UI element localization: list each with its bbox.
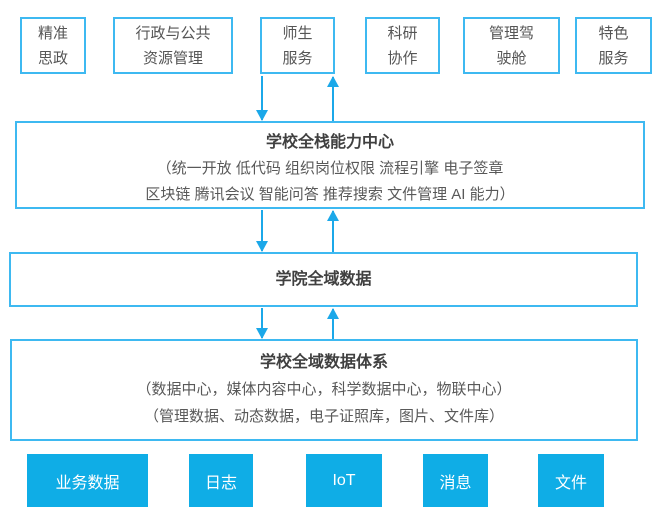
app-box-admin-public-resources: 行政与公共 资源管理: [113, 17, 233, 74]
app-box-label-line: 精准: [37, 24, 68, 42]
up-arrow: [327, 76, 339, 121]
app-box-featured-services: 特色 服务: [575, 17, 652, 74]
capability-center-desc-line: 区块链 腾讯会议 智能问答 推荐搜索 文件管理 AI 能力）: [145, 186, 515, 203]
data-system-title: 学校全域数据体系: [259, 354, 388, 371]
data-source-iot: IoT: [306, 454, 382, 507]
data-source-label: 消息: [439, 474, 472, 492]
data-source-label: 业务数据: [55, 474, 120, 492]
down-arrow: [256, 308, 268, 339]
data-source-logs: 日志: [189, 454, 253, 507]
data-system-box: 学校全域数据体系 （数据中心，媒体内容中心，科学数据中心，物联中心） （管理数据…: [10, 339, 638, 441]
app-box-label-line: 服务: [598, 49, 629, 67]
data-source-business-data: 业务数据: [27, 454, 148, 507]
app-box-label-line: 管理驾: [488, 24, 534, 42]
app-box-label-line: 资源管理: [142, 49, 203, 67]
capability-center-box: 学校全栈能力中心 （统一开放 低代码 组织岗位权限 流程引擎 电子签章 区块链 …: [15, 121, 645, 209]
app-box-precise-ideology: 精准 思政: [20, 17, 86, 74]
app-box-label-line: 师生: [282, 24, 313, 42]
app-box-label-line: 特色: [598, 24, 629, 42]
up-arrow: [327, 308, 339, 339]
app-box-teacher-student-services: 师生 服务: [260, 17, 335, 74]
college-data-title: 学院全域数据: [275, 270, 372, 288]
data-source-files: 文件: [538, 454, 604, 507]
app-box-label-line: 科研: [387, 24, 418, 42]
data-source-label: 文件: [554, 474, 587, 492]
down-arrow: [256, 76, 268, 121]
down-arrow: [256, 210, 268, 252]
capability-center-title: 学校全栈能力中心: [265, 134, 394, 151]
data-source-messages: 消息: [423, 454, 488, 507]
capability-center-desc-line: （统一开放 低代码 组织岗位权限 流程引擎 电子签章: [156, 160, 504, 177]
app-box-label-line: 驶舱: [496, 49, 527, 67]
app-box-label-line: 思政: [37, 49, 68, 67]
app-box-management-cockpit: 管理驾 驶舱: [463, 17, 560, 74]
data-system-desc-line: （数据中心，媒体内容中心，科学数据中心，物联中心）: [136, 381, 512, 398]
app-box-label-line: 服务: [282, 49, 313, 67]
app-box-label-line: 协作: [387, 49, 418, 67]
data-source-label: IoT: [332, 471, 356, 489]
college-data-box: 学院全域数据: [9, 252, 638, 307]
data-source-label: 日志: [204, 474, 237, 492]
app-box-label-line: 行政与公共: [135, 24, 211, 42]
data-system-desc-line: （管理数据、动态数据，电子证照库，图片、文件库）: [143, 408, 504, 425]
app-box-research-collaboration: 科研 协作: [365, 17, 440, 74]
up-arrow: [327, 210, 339, 252]
